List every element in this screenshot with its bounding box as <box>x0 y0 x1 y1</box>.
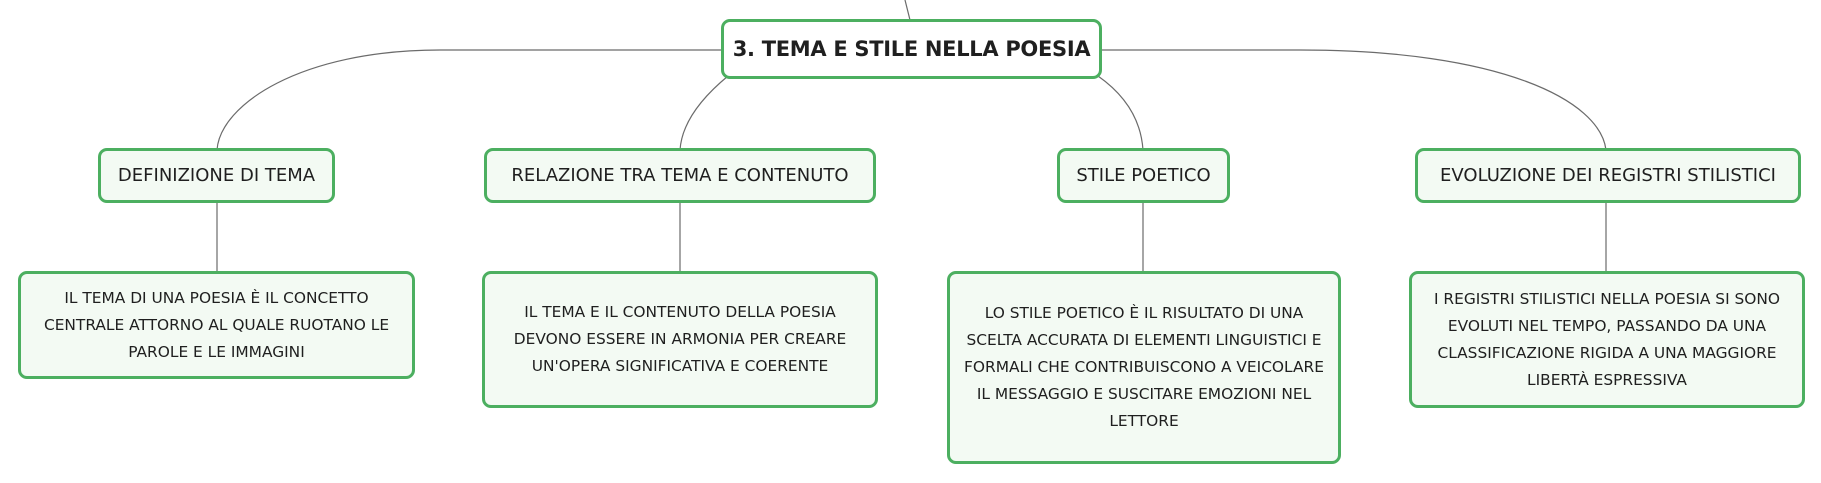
connector-root-to-relazione <box>679 75 729 151</box>
subtopic-stile-poetico[interactable]: STILE POETICO <box>1057 148 1230 203</box>
connector-root-to-definizione <box>216 49 724 151</box>
subtopic-label: EVOLUZIONE DEI REGISTRI STILISTICI <box>1440 165 1776 186</box>
connector-root-to-stile <box>1097 75 1144 151</box>
subtopic-evoluzione-dei-registri-stilistici[interactable]: EVOLUZIONE DEI REGISTRI STILISTICI <box>1415 148 1801 203</box>
root-topic-node[interactable]: 3. TEMA E STILE NELLA POESIA <box>721 19 1102 79</box>
detail-text: IL TEMA DI UNA POESIA È IL CONCETTO CENT… <box>43 288 390 361</box>
subtopic-label: RELAZIONE TRA TEMA E CONTENUTO <box>511 165 849 186</box>
detail-text: IL TEMA E IL CONTENUTO DELLA POESIA DEVO… <box>513 303 847 375</box>
subtopic-relazione-tra-tema-e-contenuto[interactable]: RELAZIONE TRA TEMA E CONTENUTO <box>484 148 876 203</box>
detail-stile-poetico[interactable]: LO STILE POETICO È IL RISULTATO DI UNA S… <box>947 271 1341 464</box>
subtopic-definizione-di-tema[interactable]: DEFINIZIONE DI TEMA <box>98 148 335 203</box>
subtopic-label: STILE POETICO <box>1076 165 1211 186</box>
subtopic-label: DEFINIZIONE DI TEMA <box>117 165 316 186</box>
connector-from-parent <box>904 0 911 21</box>
detail-relazione-tra-tema-e-contenuto[interactable]: IL TEMA E IL CONTENUTO DELLA POESIA DEVO… <box>482 271 878 408</box>
detail-evoluzione-dei-registri-stilistici[interactable]: I REGISTRI STILISTICI NELLA POESIA SI SO… <box>1409 271 1805 408</box>
detail-text: I REGISTRI STILISTICI NELLA POESIA SI SO… <box>1433 289 1781 389</box>
connector-root-to-evoluzione <box>1101 49 1607 151</box>
detail-text: LO STILE POETICO È IL RISULTATO DI UNA S… <box>964 304 1324 430</box>
root-topic-label: 3. TEMA E STILE NELLA POESIA <box>732 37 1091 61</box>
detail-definizione-di-tema[interactable]: IL TEMA DI UNA POESIA È IL CONCETTO CENT… <box>18 271 415 379</box>
